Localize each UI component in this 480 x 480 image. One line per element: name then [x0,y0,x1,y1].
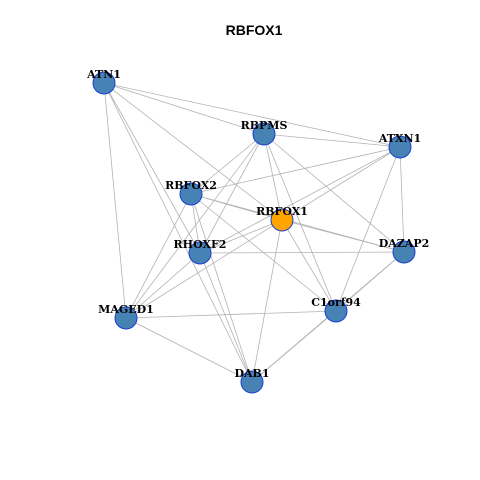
edge-atxn1-c1orf94 [335,146,401,312]
node-label-dazap2: DAZAP2 [379,237,430,250]
edge-rbpms-c1orf94 [263,133,337,312]
edge-rbfox1-maged1 [125,219,283,319]
node-label-rbpms: RBPMS [241,119,288,132]
edge-maged1-dab1 [125,317,253,383]
node-atn1[interactable] [92,71,116,95]
node-rhoxf2[interactable] [188,241,212,265]
edge-atn1-dab1 [103,82,253,383]
node-label-atxn1: ATXN1 [378,132,421,145]
node-dazap2[interactable] [392,240,416,264]
edge-atn1-maged1 [103,82,127,319]
edge-rbfox1-rhoxf2 [199,219,283,254]
edge-rbpms-rbfox1 [263,133,283,221]
node-label-rbfox2: RBFOX2 [165,179,217,192]
node-label-dab1: DAB1 [234,367,269,380]
node-label-rhoxf2: RHOXF2 [174,238,227,251]
edge-rbfox1-dab1 [251,219,283,383]
edge-atxn1-dazap2 [399,146,405,253]
node-label-atn1: ATN1 [86,68,121,81]
edge-rbpms-maged1 [125,133,265,319]
edge-rbpms-rhoxf2 [199,133,265,254]
edge-atxn1-rbfox1 [281,146,401,221]
node-label-c1orf94: C1orf94 [311,296,361,309]
node-layer [92,71,416,394]
edge-rbfox2-dab1 [190,193,253,383]
node-rbpms[interactable] [252,122,276,146]
edge-rhoxf2-maged1 [125,252,201,319]
edge-rbfox1-dazap2 [281,219,405,253]
edge-rbfox1-c1orf94 [281,219,337,312]
node-rbfox2[interactable] [179,182,203,206]
node-label-rbfox1: RBFOX1 [256,205,308,218]
edge-rbfox2-maged1 [125,193,192,319]
edge-rbpms-dazap2 [263,133,405,253]
node-dab1[interactable] [240,370,264,394]
edge-rbpms-rbfox2 [190,133,265,195]
edge-atn1-rbfox1 [103,82,283,221]
edge-c1orf94-dab1 [251,310,337,383]
node-c1orf94[interactable] [324,299,348,323]
edge-maged1-c1orf94 [125,310,337,319]
edge-rbpms-atxn1 [263,133,401,148]
network-title: RBFOX1 [226,22,283,38]
node-maged1[interactable] [114,306,138,330]
node-rbfox1[interactable] [270,208,294,232]
edge-rhoxf2-dazap2 [199,251,405,254]
edge-rhoxf2-dab1 [199,252,253,383]
edge-atn1-rhoxf2 [103,82,201,254]
node-atxn1[interactable] [388,135,412,159]
edge-atn1-rbpms [103,82,265,135]
edge-atxn1-rhoxf2 [199,146,401,254]
node-label-maged1: MAGED1 [98,303,154,316]
edge-atn1-atxn1 [103,82,401,148]
edge-atxn1-rbfox2 [190,146,401,195]
